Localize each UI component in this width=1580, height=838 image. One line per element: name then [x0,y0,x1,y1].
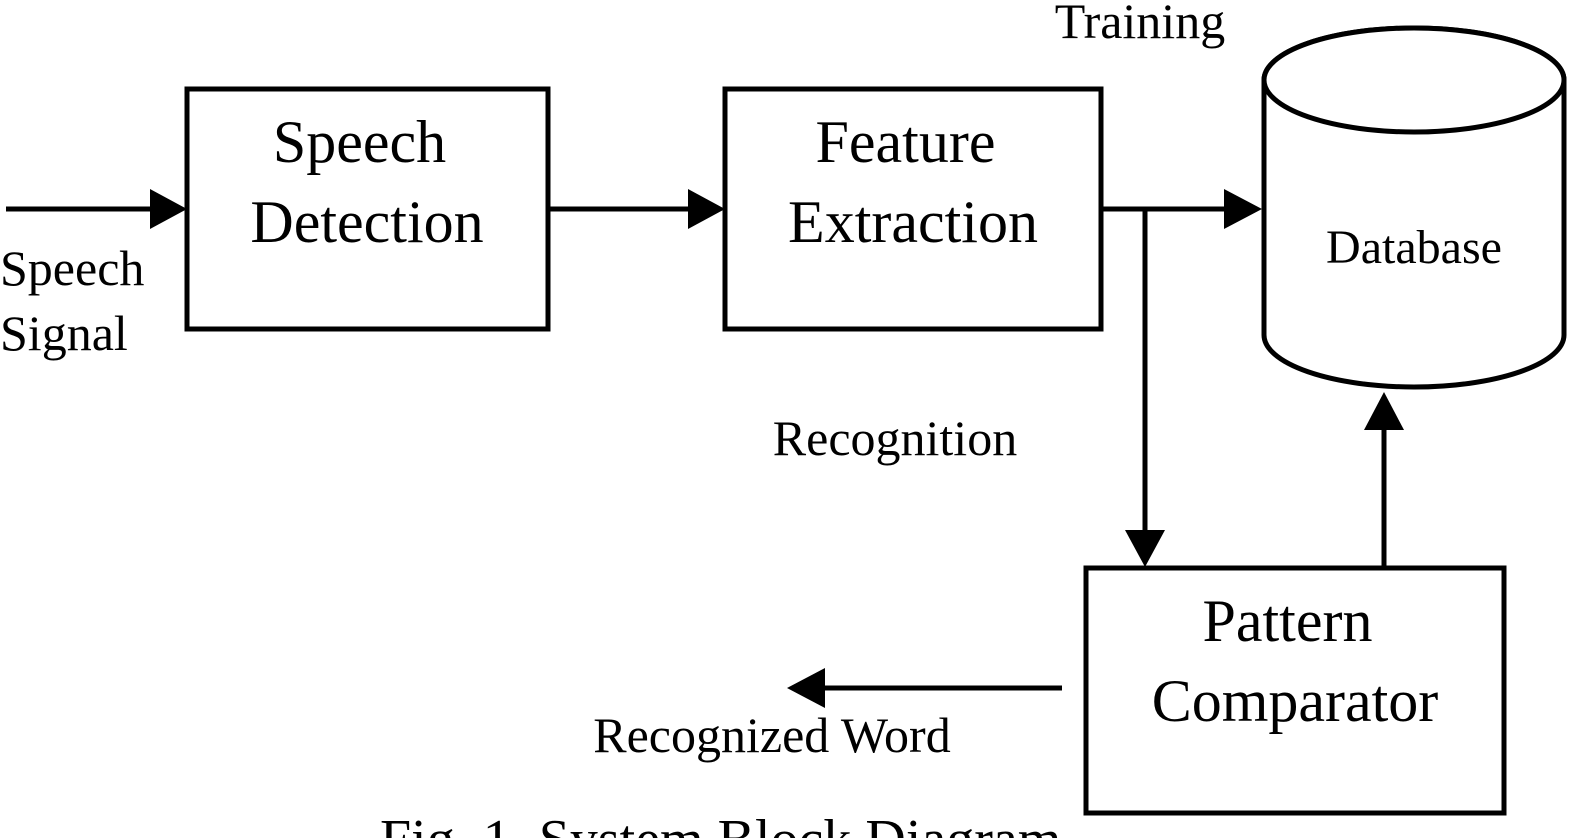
output-arrow [787,668,1062,708]
pattern-comparator-line-2: Comparator [1152,668,1439,734]
speech-detection-text: Speech Detection [250,109,483,255]
detection-to-extraction-arrow [548,189,725,229]
feature-extraction-line-2: Extraction [788,189,1038,255]
database-cylinder: Database [1261,25,1567,390]
training-label: Training [1055,0,1225,49]
figure-caption: Fig. 1. System Block Diagram [380,809,1061,838]
speech-detection-block: Speech Detection [184,86,551,332]
extraction-to-comparator-arrow [1125,209,1165,567]
pattern-comparator-block: Pattern Comparator [1083,565,1507,816]
recognition-label: Recognition [773,410,1017,466]
recognized-word-label: Recognized Word [593,707,950,763]
input-arrow [6,189,187,229]
feature-extraction-text: Feature Extraction [788,109,1038,255]
pattern-comparator-text: Pattern Comparator [1152,588,1439,734]
pattern-comparator-line-1: Pattern [1203,588,1373,654]
speech-signal-label-line-2: Signal [0,305,128,361]
extraction-to-database-arrow [1101,189,1262,229]
comparator-to-database-arrow [1364,392,1404,568]
database-label: Database [1326,221,1502,274]
feature-extraction-line-1: Feature [816,109,996,175]
speech-detection-line-2: Detection [250,189,483,255]
speech-signal-label-line-1: Speech [0,240,144,296]
feature-extraction-block: Feature Extraction [722,86,1104,332]
speech-signal-label: Speech Signal [0,240,157,361]
speech-detection-line-1: Speech [273,109,446,175]
